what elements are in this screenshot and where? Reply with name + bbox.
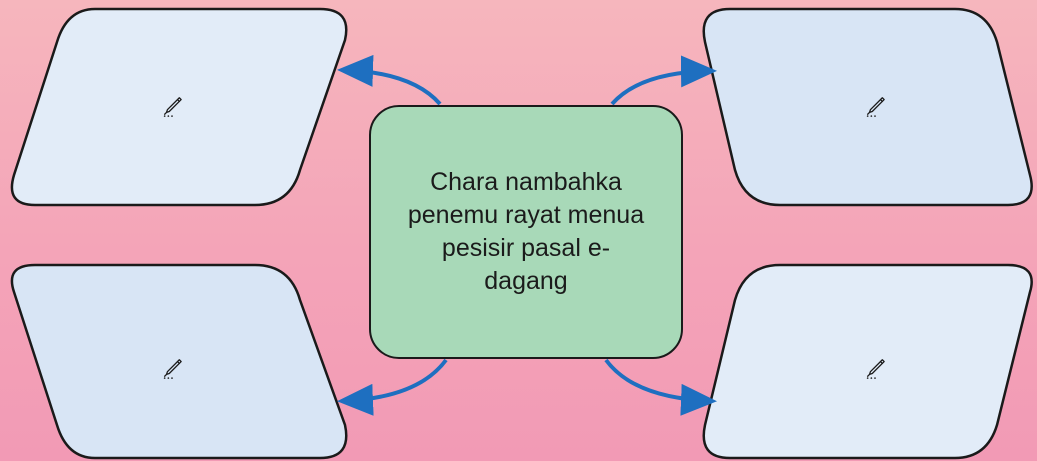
answer-box-top-right[interactable] bbox=[702, 7, 1033, 207]
arrow-to-bottom-left bbox=[337, 358, 448, 416]
answer-box-bottom-left[interactable] bbox=[10, 263, 348, 460]
arrow-to-bottom-right bbox=[604, 358, 717, 416]
answer-box-bottom-right[interactable] bbox=[702, 263, 1033, 460]
center-topic-text: Chara nambahka penemu rayat menua pesisi… bbox=[407, 168, 645, 295]
center-topic-box: Chara nambahka penemu rayat menua pesisi… bbox=[369, 105, 683, 359]
answer-box-top-left[interactable] bbox=[10, 7, 348, 207]
arrow-to-top-right bbox=[610, 55, 717, 106]
arrow-to-top-left bbox=[337, 54, 442, 106]
